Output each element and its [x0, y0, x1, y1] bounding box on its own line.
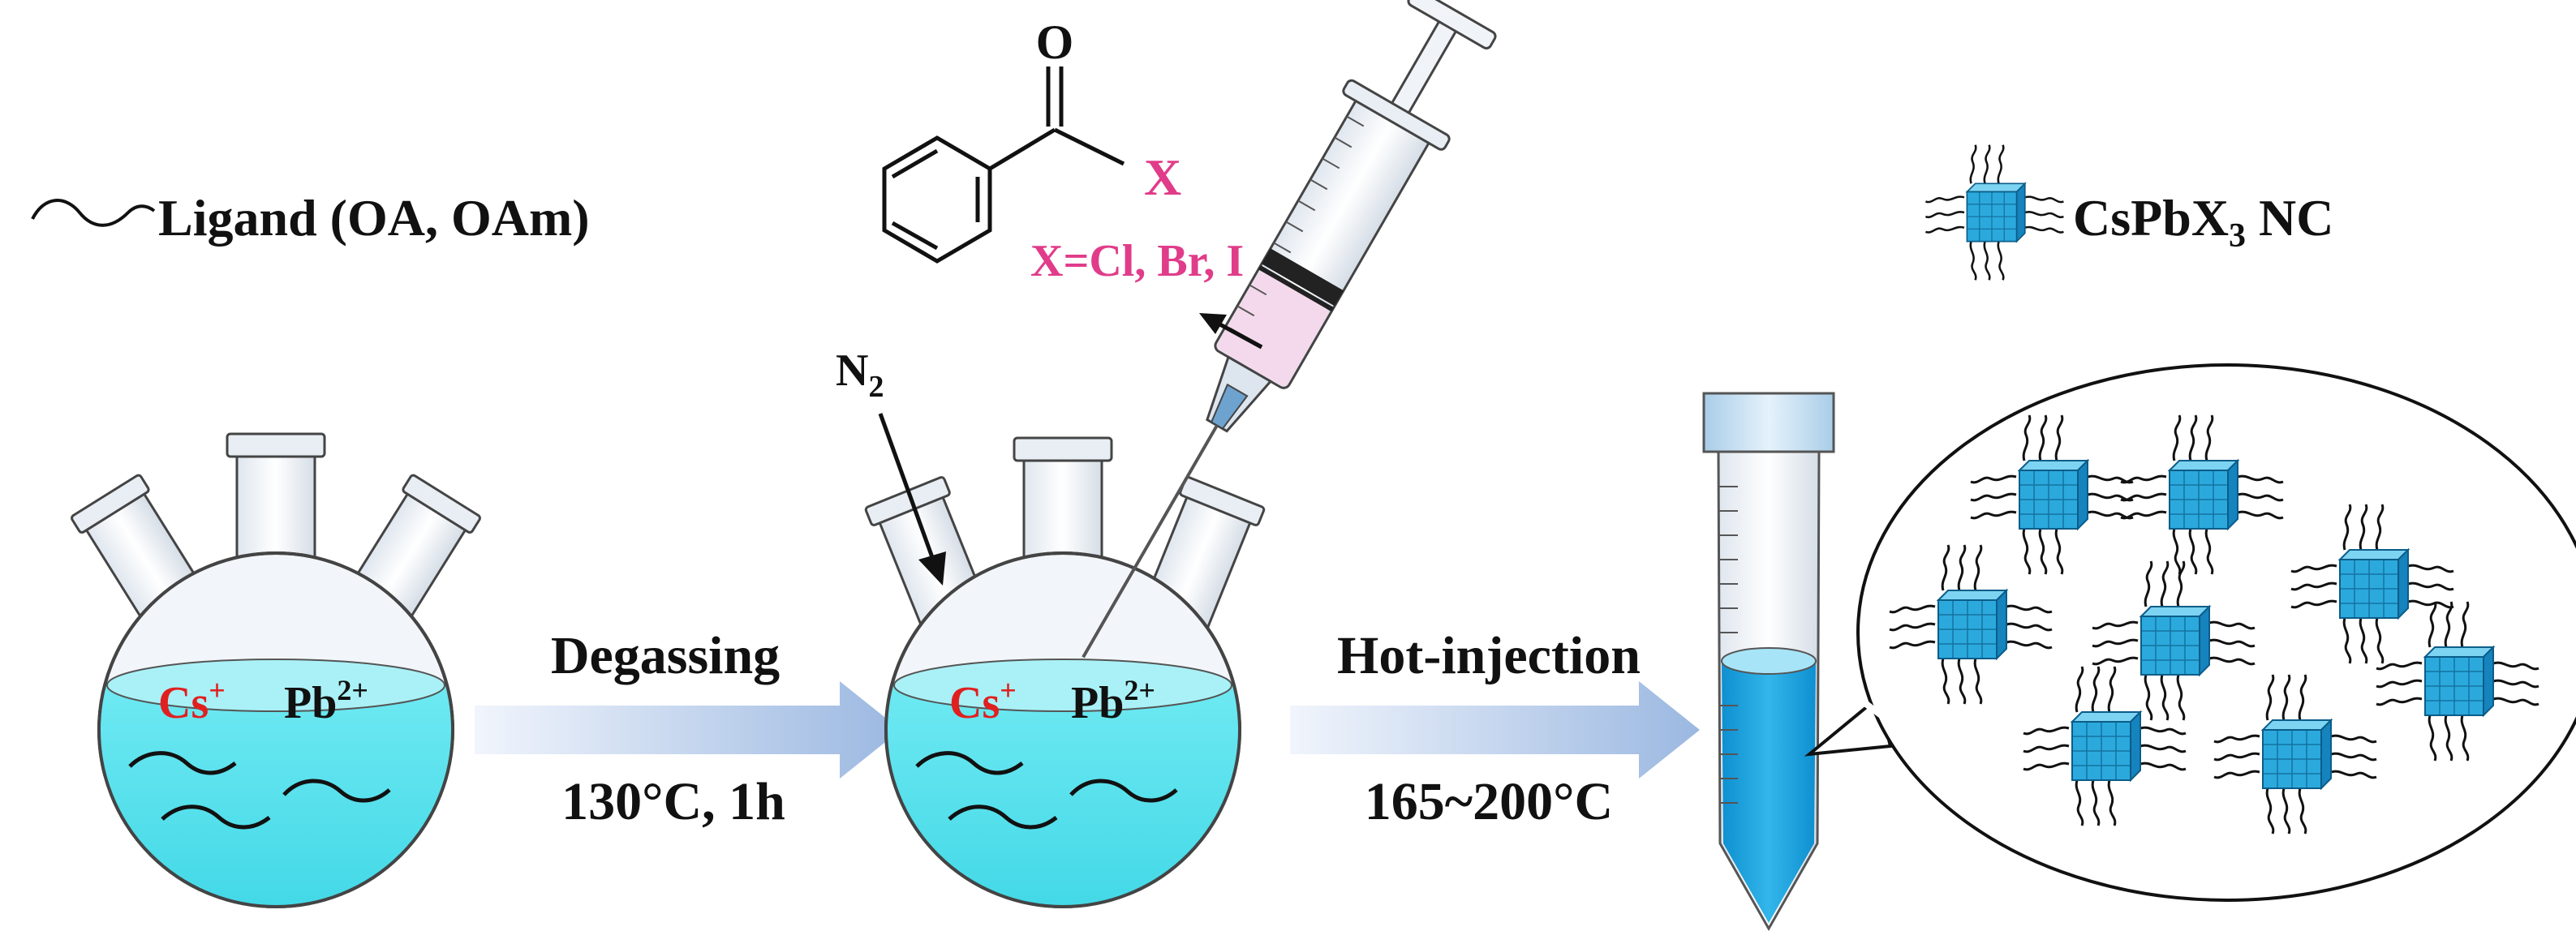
- syringe: [1082, 0, 1497, 659]
- halide-options: X=Cl, Br, I: [1030, 236, 1244, 286]
- ligand-legend-label: Ligand (OA, OAm): [158, 189, 590, 247]
- nc-legend-label: CsPbX3 NC: [2073, 189, 2333, 255]
- flask-2-cs-ion: Cs+: [949, 674, 1017, 728]
- nitrogen-label: N2: [836, 345, 884, 404]
- carbonyl-oxygen: O: [1036, 15, 1074, 69]
- reagent-pointer-arrow: [1199, 313, 1263, 350]
- halide-x: X: [1144, 148, 1181, 206]
- nc-legend-icon: [1924, 144, 2065, 281]
- hot-injection-arrow: [1290, 681, 1700, 779]
- hot-injection-condition: 165~200°C: [1365, 772, 1613, 831]
- ligand-legend-squiggle: [31, 199, 156, 227]
- nitrogen-arrow: [878, 413, 946, 586]
- flask-1-pb-ion: Pb2+: [284, 674, 368, 728]
- degassing-label: Degassing: [551, 626, 780, 685]
- syringe-reagent-fill: [1216, 272, 1329, 387]
- degassing-arrow: [475, 681, 901, 779]
- benzoyl-halide-structure: [882, 67, 1125, 264]
- three-neck-flask-2: Cs+ Pb2+: [864, 436, 1266, 908]
- nc-dispersion-bubble: [1804, 363, 2576, 902]
- flask-1-ligands: [128, 751, 391, 830]
- three-neck-flask-1: Cs+ Pb2+: [71, 432, 481, 908]
- flask-2-ligands: [915, 751, 1178, 830]
- degassing-condition: 130°C, 1h: [561, 772, 785, 831]
- flask-1-solution: [99, 685, 453, 907]
- tube-liquid: [1722, 661, 1816, 923]
- flask-1-cs-ion: Cs+: [158, 674, 226, 728]
- flask-2-pb-ion: Pb2+: [1071, 674, 1155, 728]
- hot-injection-label: Hot-injection: [1337, 626, 1641, 685]
- flask-2-solution: [886, 685, 1240, 907]
- centrifuge-tube: [1702, 392, 1835, 932]
